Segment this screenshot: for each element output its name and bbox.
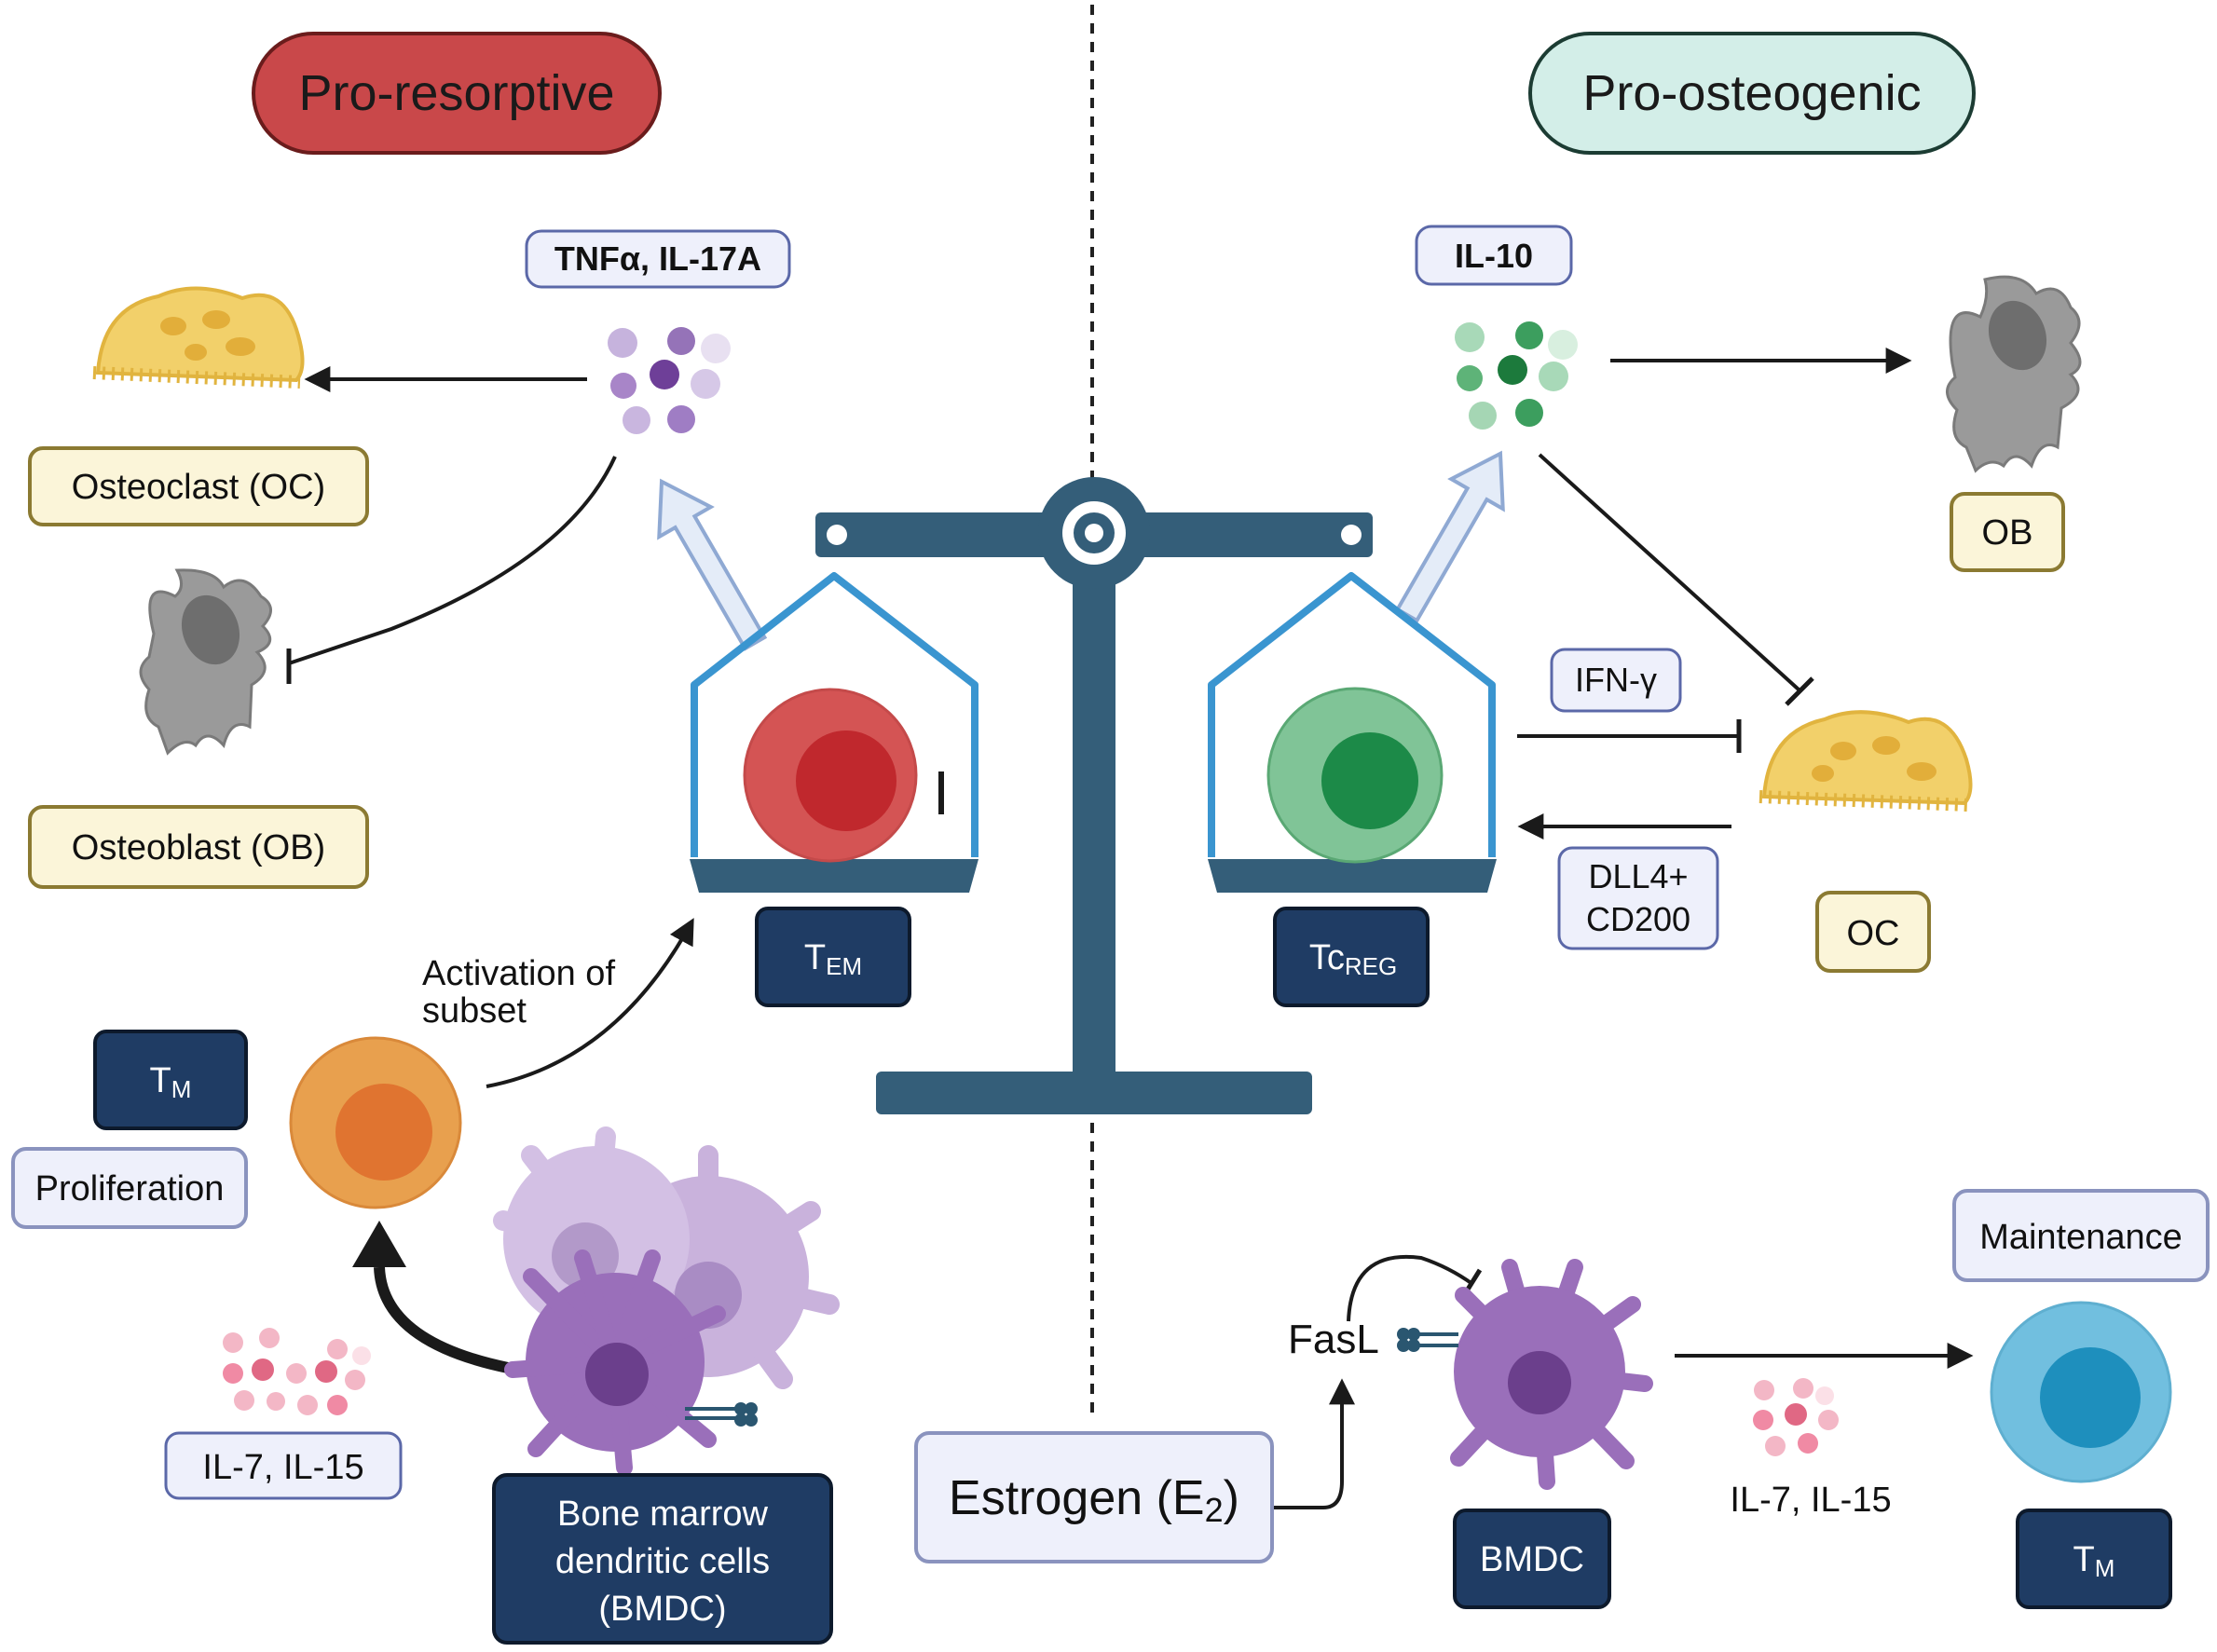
il10-particles bbox=[1455, 321, 1578, 430]
secretion-arrow-left bbox=[657, 478, 768, 651]
maintenance-label: Maintenance bbox=[1979, 1218, 2183, 1257]
activation-label-2: subset bbox=[422, 991, 527, 1031]
bmdc-label-box: Bone marrow dendritic cells (BMDC) bbox=[492, 1473, 833, 1645]
ob-label: OB bbox=[1982, 513, 2033, 553]
il7-particles-left bbox=[223, 1328, 371, 1415]
tcreg-cell bbox=[1266, 687, 1444, 864]
tm-right-label-box: TM bbox=[2016, 1509, 2172, 1609]
tnf-particles bbox=[608, 327, 731, 434]
tcreg-label-box: TcREG bbox=[1273, 907, 1430, 1007]
bmdc-right-label-box: BMDC bbox=[1453, 1509, 1611, 1609]
inhibit-bar-oc bbox=[1785, 676, 1814, 706]
arrow-estrogen-to-fasl bbox=[1274, 1378, 1355, 1509]
ifng-box: IFN-γ bbox=[1550, 648, 1682, 713]
osteoblast-icon bbox=[139, 568, 272, 756]
pro-osteogenic-header: Pro-osteogenic bbox=[1528, 32, 1976, 155]
osteoclast-label: Osteoclast (OC) bbox=[72, 468, 325, 507]
tnf-il17a-label: TNFα, IL-17A bbox=[554, 239, 761, 278]
arrow-activation bbox=[486, 918, 694, 1088]
bmdc-label-2: dendritic cells bbox=[555, 1542, 770, 1581]
ob-icon bbox=[1946, 275, 2082, 473]
tnf-il17a-box: TNFα, IL-17A bbox=[525, 229, 791, 289]
pro-osteogenic-label: Pro-osteogenic bbox=[1582, 65, 1921, 121]
tem-cell bbox=[743, 688, 918, 863]
oc-icon bbox=[1759, 710, 1973, 812]
tm-right-cell bbox=[1990, 1301, 2172, 1483]
osteoclast-label-box: Osteoclast (OC) bbox=[28, 446, 369, 526]
activation-label-1: Activation of bbox=[422, 954, 615, 993]
proliferation-box: Proliferation bbox=[11, 1147, 248, 1229]
arrow-bmdc-to-tm-head bbox=[352, 1221, 406, 1267]
dll4-box: DLL4+ CD200 bbox=[1557, 846, 1719, 950]
estrogen-box: Estrogen (E2) bbox=[914, 1431, 1274, 1563]
tm-right-label: TM bbox=[2073, 1540, 2115, 1582]
il7-left-box: IL-7, IL-15 bbox=[164, 1431, 403, 1500]
tem-label-box: TEM bbox=[755, 907, 911, 1007]
il10-box: IL-10 bbox=[1415, 225, 1573, 286]
inhibit-fasl-loop bbox=[1347, 1254, 1474, 1322]
ifng-label: IFN-γ bbox=[1575, 661, 1657, 699]
fasl-label: FasL bbox=[1288, 1317, 1379, 1362]
tem-house bbox=[691, 572, 978, 857]
bmdc-label-1: Bone marrow bbox=[557, 1495, 769, 1534]
tm-left-label: TM bbox=[150, 1061, 192, 1103]
bmdc-right-label: BMDC bbox=[1480, 1540, 1584, 1579]
secretion-arrow-right bbox=[1394, 450, 1505, 623]
inhibit-tnf-osteoblast bbox=[288, 456, 617, 665]
oc-label-box: OC bbox=[1815, 891, 1931, 973]
ob-label-box: OB bbox=[1950, 492, 2065, 572]
arrow-bmdc-to-tm bbox=[374, 1266, 510, 1373]
proliferation-label: Proliferation bbox=[35, 1169, 225, 1208]
il10-label: IL-10 bbox=[1455, 237, 1533, 275]
tm-left-cell bbox=[289, 1036, 462, 1209]
bmdc-label-3: (BMDC) bbox=[598, 1590, 726, 1629]
tem-label: TEM bbox=[804, 938, 862, 980]
cd200-label: CD200 bbox=[1586, 900, 1690, 938]
il7-right-label: IL-7, IL-15 bbox=[1730, 1481, 1891, 1520]
il7-left-label: IL-7, IL-15 bbox=[202, 1448, 363, 1487]
dll4-label: DLL4+ bbox=[1588, 857, 1688, 895]
estrogen-label: Estrogen (E2) bbox=[949, 1471, 1239, 1529]
il7-particles-right bbox=[1753, 1378, 1839, 1456]
bmdc-right-icon bbox=[1397, 1259, 1653, 1490]
balance-scale bbox=[690, 477, 1497, 1114]
oc-label: OC bbox=[1847, 914, 1900, 953]
pro-resorptive-label: Pro-resorptive bbox=[298, 65, 614, 121]
tcreg-house bbox=[1208, 572, 1496, 857]
inhibit-il10-oc bbox=[1538, 453, 1800, 691]
maintenance-box: Maintenance bbox=[1952, 1189, 2210, 1282]
osteoblast-label-box: Osteoblast (OB) bbox=[28, 805, 369, 889]
tcreg-label: TcREG bbox=[1309, 938, 1397, 980]
tm-left-label-box: TM bbox=[93, 1030, 248, 1130]
osteoblast-label: Osteoblast (OB) bbox=[72, 828, 325, 867]
bmdc-cluster-icon bbox=[493, 1126, 840, 1476]
osteoclast-icon bbox=[92, 286, 305, 389]
pro-resorptive-header: Pro-resorptive bbox=[252, 32, 662, 155]
